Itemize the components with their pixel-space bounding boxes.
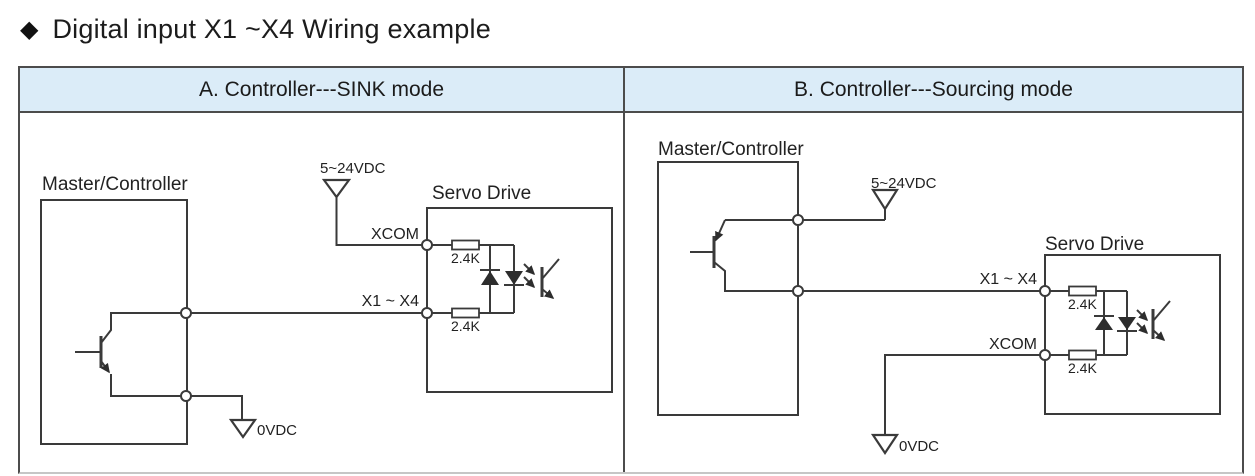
supply-voltage-label: 5~24VDC xyxy=(320,160,386,177)
optocoupler-led-icons xyxy=(1094,315,1137,332)
resistor-top xyxy=(451,239,480,251)
optocoupler-led-icons xyxy=(480,269,524,286)
resistor-bottom xyxy=(451,307,480,319)
resistor-top-label: 2.4K xyxy=(451,250,480,266)
controller-common-terminal xyxy=(180,390,192,402)
input-terminal xyxy=(1039,285,1051,297)
header-sink-mode: A. Controller---SINK mode xyxy=(198,77,445,101)
supply-triangle-icon xyxy=(871,188,899,212)
controller-supply-terminal xyxy=(792,214,804,226)
servo-drive-label: Servo Drive xyxy=(1045,234,1144,255)
page-title-text: Digital input X1 ~X4 Wiring example xyxy=(52,14,491,44)
phototransistor-icon xyxy=(1151,300,1171,342)
ground-symbol: 0VDC xyxy=(191,395,297,439)
input-terminal-label: X1 ~ X4 xyxy=(362,293,419,310)
controller-output-terminal xyxy=(792,285,804,297)
panel-sink-mode: Master/Controller X1 ~ xyxy=(20,113,623,472)
pnp-transistor xyxy=(690,219,793,292)
phototransistor-icon xyxy=(540,258,560,299)
master-controller-box xyxy=(657,161,799,416)
ground-symbol: 0VDC xyxy=(870,354,1040,455)
ground-label: 0VDC xyxy=(257,422,297,439)
table-body-row: Master/Controller X1 ~ xyxy=(20,113,1242,472)
xcom-terminal xyxy=(1039,349,1051,361)
sourcing-mode-circuit-diagram: Master/Controller 5~2 xyxy=(657,139,1221,455)
panel-sourcing-mode: Master/Controller 5~2 xyxy=(623,113,1242,472)
wiring-table: A. Controller---SINK mode B. Controller-… xyxy=(18,66,1244,474)
master-controller-label: Master/Controller xyxy=(42,174,188,195)
input-terminal xyxy=(421,307,433,319)
ground-triangle-icon xyxy=(870,433,900,455)
ground-triangle-icon xyxy=(228,418,258,439)
diamond-bullet-icon: ◆ xyxy=(20,15,39,43)
input-terminal-label: X1 ~ X4 xyxy=(980,271,1037,288)
xcom-terminal xyxy=(421,239,433,251)
controller-output-terminal xyxy=(180,307,192,319)
table-header-row: A. Controller---SINK mode B. Controller-… xyxy=(20,68,1242,113)
sink-mode-circuit-diagram: Master/Controller X1 ~ xyxy=(40,160,613,445)
servo-drive-box xyxy=(426,207,613,393)
xcom-terminal-label: XCOM xyxy=(371,226,419,243)
resistor-top-label: 2.4K xyxy=(1068,296,1097,312)
servo-drive-box xyxy=(1044,254,1221,415)
ground-label: 0VDC xyxy=(899,438,939,455)
light-emission-arrows-icon xyxy=(523,263,536,289)
npn-transistor xyxy=(75,312,181,397)
header-sourcing-mode: B. Controller---Sourcing mode xyxy=(623,68,1242,111)
resistor-bottom-label: 2.4K xyxy=(451,318,480,334)
resistor-top xyxy=(1068,285,1097,297)
master-controller-label: Master/Controller xyxy=(658,139,804,160)
servo-drive-label: Servo Drive xyxy=(432,183,531,204)
supply-symbol: 5~24VDC xyxy=(803,175,937,221)
supply-voltage-label: 5~24VDC xyxy=(871,175,937,192)
resistor-bottom-label: 2.4K xyxy=(1068,360,1097,376)
resistor-bottom xyxy=(1068,349,1097,361)
master-controller-box xyxy=(40,199,188,445)
page-title: ◆ Digital input X1 ~X4 Wiring example xyxy=(20,14,491,45)
xcom-terminal-label: XCOM xyxy=(989,336,1037,353)
light-emission-arrows-icon xyxy=(1136,309,1149,335)
supply-triangle-icon xyxy=(321,178,352,199)
supply-symbol: 5~24VDC xyxy=(320,160,422,246)
